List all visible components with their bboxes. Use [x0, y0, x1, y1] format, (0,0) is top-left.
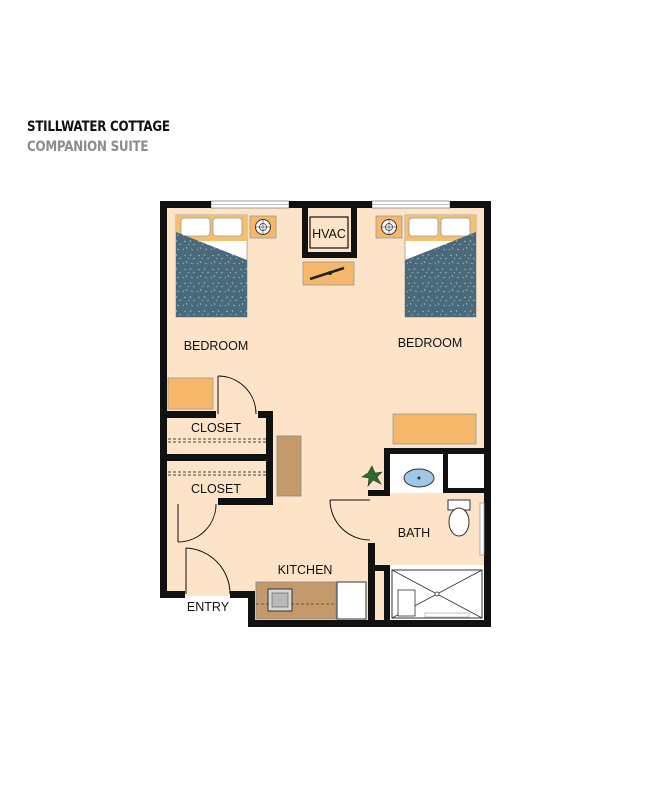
shower-seat [397, 589, 416, 617]
pillow [180, 217, 211, 237]
dresser-left [167, 377, 214, 410]
bedspread [405, 232, 476, 317]
wall-entry-right [230, 591, 255, 598]
wall-top-3 [450, 201, 491, 208]
bedroom-left-label: BEDROOM [184, 339, 249, 353]
plan-subtitle: COMPANION SUITE [27, 139, 149, 155]
wall-closet-top-right [258, 411, 273, 418]
closet-rods [168, 438, 266, 476]
vanity-area [390, 453, 485, 493]
wall-entry-drop [248, 591, 255, 627]
closet-door-swing [217, 375, 257, 415]
grab-bar [479, 502, 485, 556]
bed-left [175, 214, 248, 318]
wall-bottom-left [160, 591, 185, 598]
wall-closet-bottom [218, 498, 273, 505]
bedroom-right-label: BEDROOM [398, 336, 463, 350]
wall-hvac-right [351, 201, 357, 258]
toilet [447, 499, 471, 537]
plant [361, 465, 383, 487]
bath-label: BATH [398, 526, 430, 540]
refrigerator [336, 581, 367, 620]
wall-vanity-left [384, 448, 390, 496]
wall-right [484, 201, 491, 627]
kitchen-counter [255, 581, 337, 620]
kitchen-label: KITCHEN [278, 563, 333, 577]
hvac-label: HVAC [312, 227, 346, 241]
wall-vanity-right [443, 448, 448, 493]
closet-lower-door-swing [177, 503, 217, 543]
pillow [440, 217, 471, 237]
wall-bath-left [368, 543, 375, 627]
plan-title: STILLWATER COTTAGE [27, 119, 170, 135]
bath-sink [403, 468, 435, 488]
wall-shower-top [368, 565, 390, 571]
dresser-right [392, 413, 477, 445]
wall-top-1 [160, 201, 211, 208]
bath-door-swing [329, 499, 371, 541]
entry-label: ENTRY [187, 600, 230, 614]
entry-door-swing [185, 547, 231, 595]
bed-right [404, 214, 477, 318]
bedspread [176, 232, 247, 317]
pillow [212, 217, 243, 237]
pillow [408, 217, 439, 237]
wall-top-2 [289, 201, 372, 208]
table [276, 435, 302, 497]
wall-closet-top [160, 411, 216, 418]
wall-bath-top [384, 448, 491, 454]
desk-lamp [309, 266, 345, 281]
walls [160, 201, 491, 627]
wall-closet-mid [160, 454, 273, 461]
wall-vanity-bottom [368, 490, 390, 496]
wall-left [160, 201, 167, 598]
wall-shower-left [384, 565, 390, 627]
wall-hvac-left [302, 201, 308, 258]
wall-toilet-top [443, 488, 491, 493]
shower [391, 569, 483, 619]
closet-lower-label: CLOSET [191, 482, 241, 496]
hvac-unit [309, 216, 349, 249]
nightstand-left [249, 215, 277, 239]
closet-upper-label: CLOSET [191, 421, 241, 435]
nightstand-right [375, 215, 403, 239]
wall-hvac-bottom [302, 252, 357, 258]
